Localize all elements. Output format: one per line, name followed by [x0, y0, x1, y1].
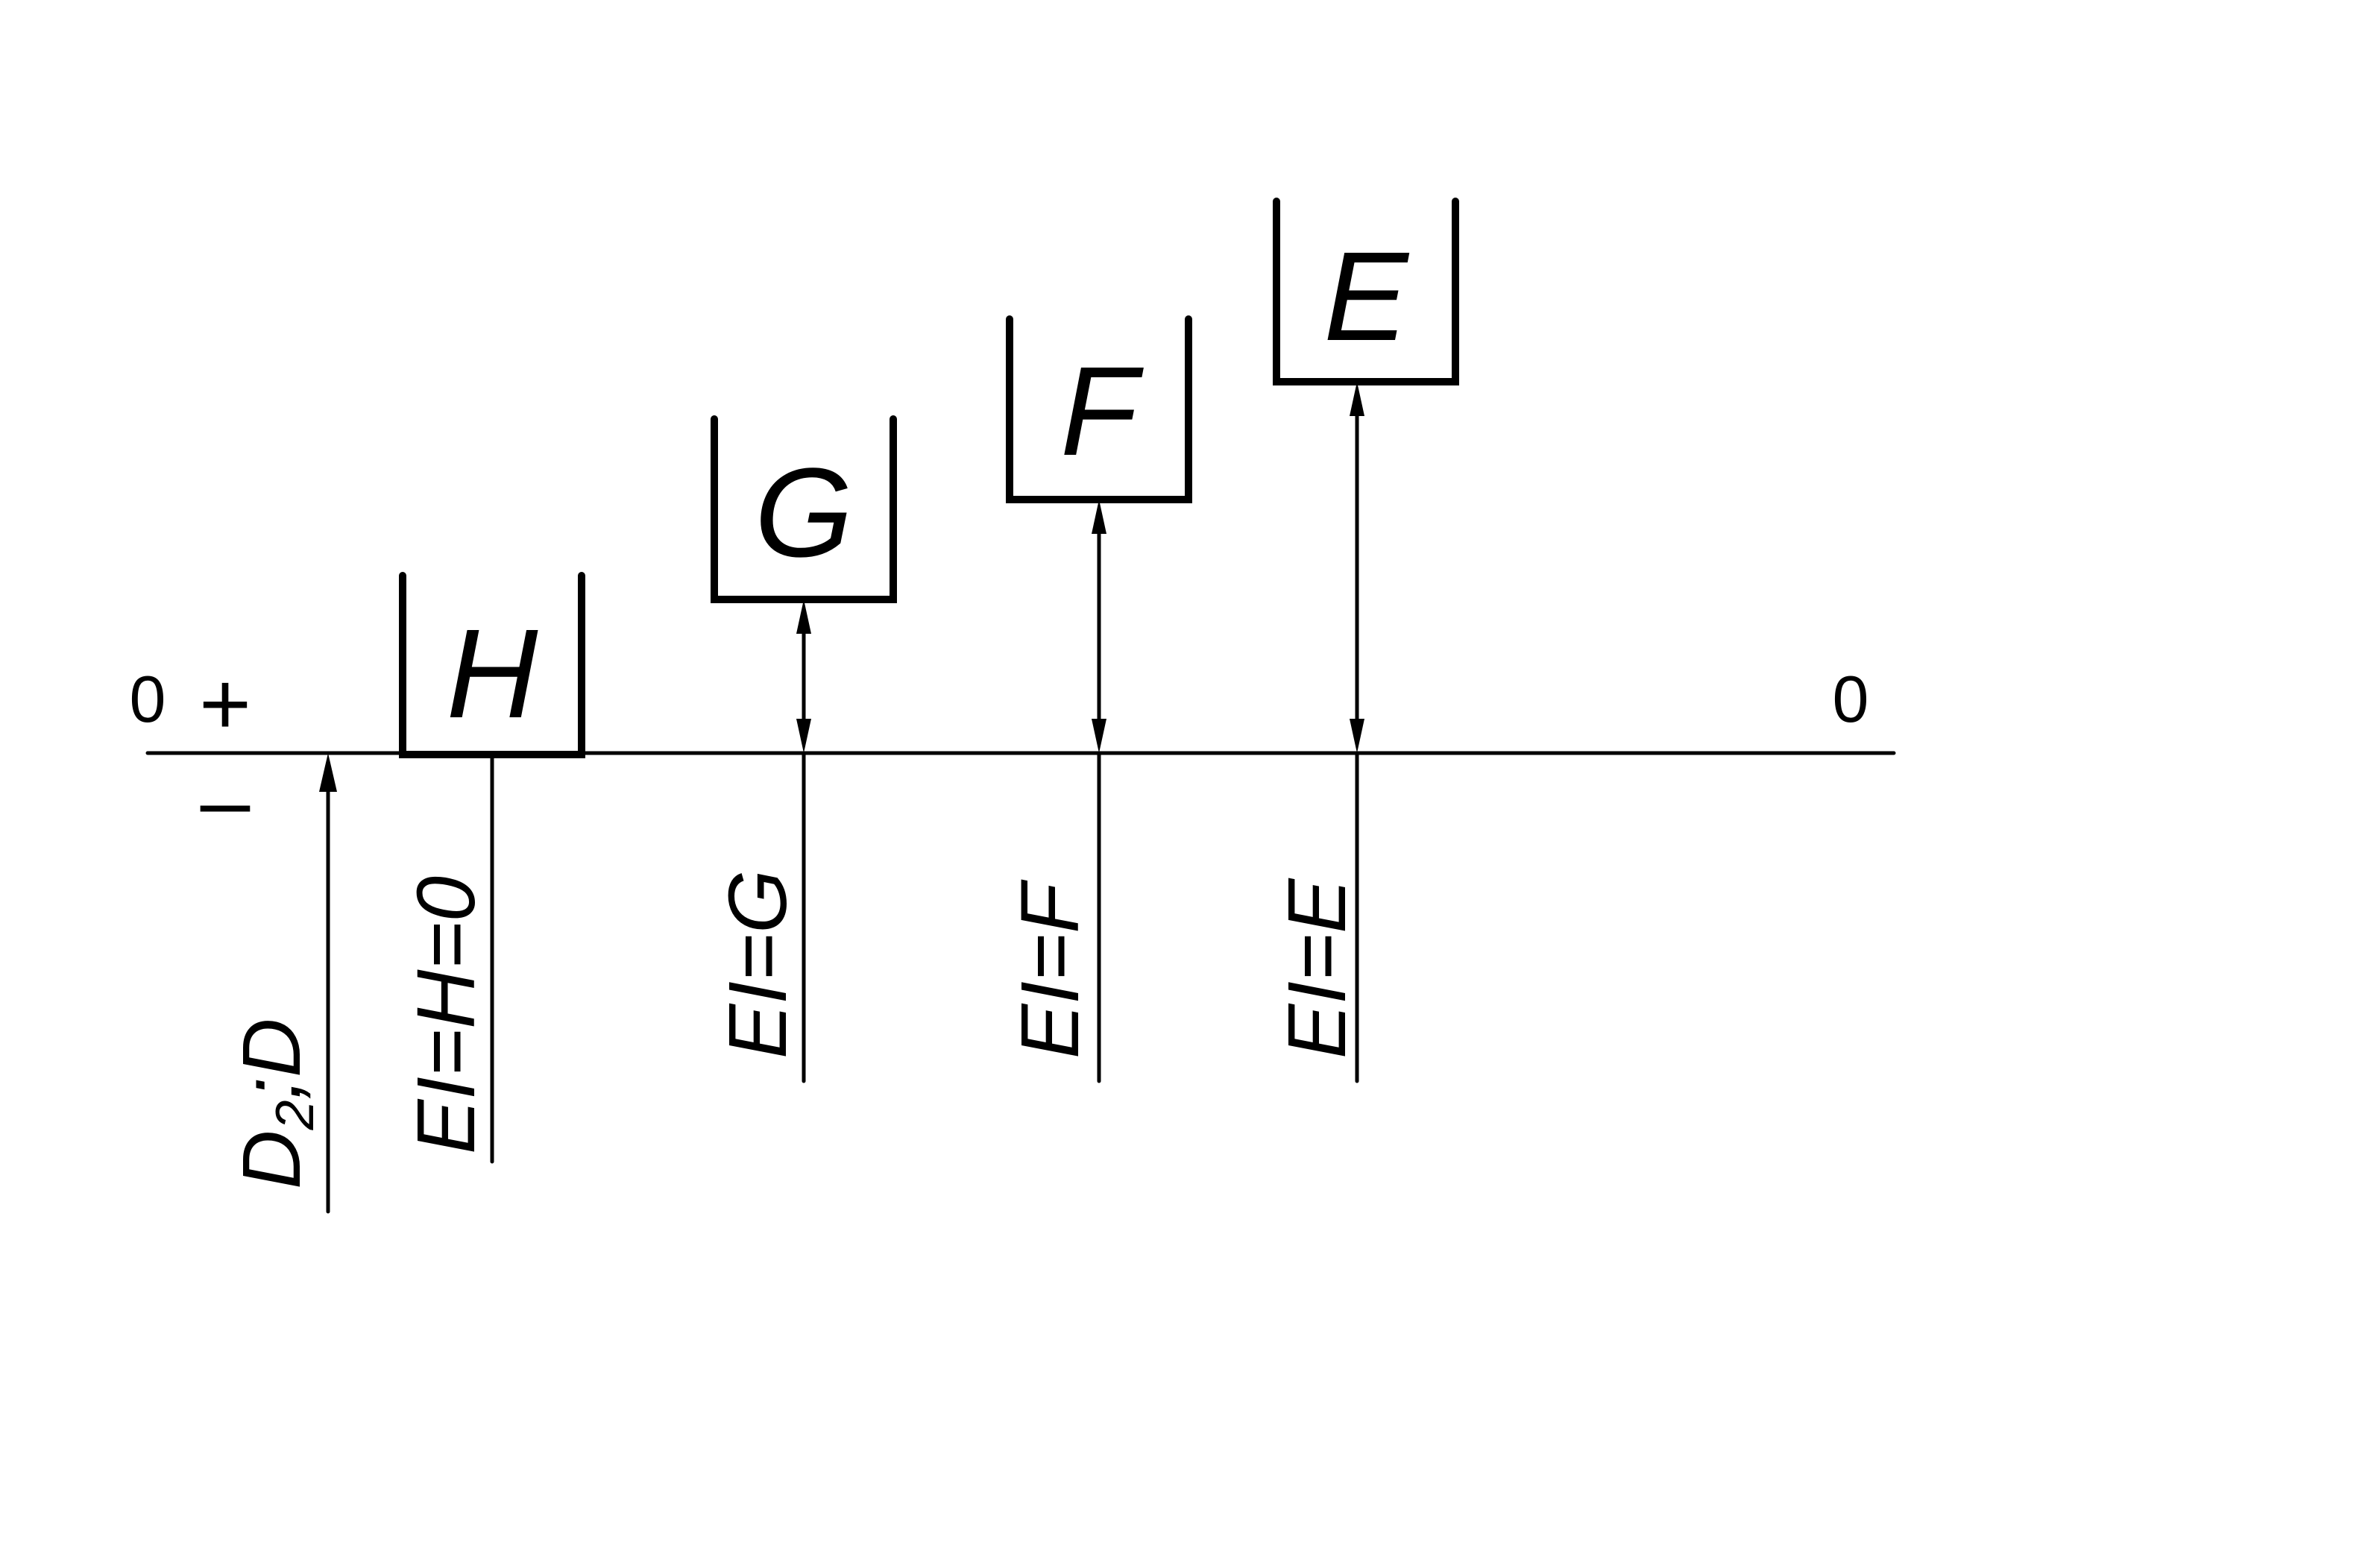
field-letter-e: E [1323, 226, 1409, 368]
nominal-size-arrow [319, 753, 337, 1214]
plus-sign: + [199, 654, 251, 754]
deviation-label-h: EI=H=0 [400, 876, 492, 1154]
deviation-arrow-e [1350, 382, 1364, 1083]
field-letter-g: G [755, 442, 853, 584]
deviation-arrow-g [796, 599, 811, 1083]
tolerance-field-e [1273, 198, 1459, 385]
deviation-label-e: EI=E [1271, 878, 1363, 1059]
nominal-size-label: D2;D [226, 1018, 325, 1189]
field-letter-f: F [1060, 341, 1144, 482]
minus-sign: – [201, 751, 251, 851]
zero-label-left: 0 [130, 662, 166, 736]
deviation-arrow-f [1092, 500, 1106, 1083]
deviation-label-f: EI=F [1004, 879, 1096, 1059]
field-letter-h: H [447, 603, 538, 745]
zero-label-right: 0 [1833, 662, 1869, 736]
deviation-label-g: EI=G [712, 869, 804, 1059]
